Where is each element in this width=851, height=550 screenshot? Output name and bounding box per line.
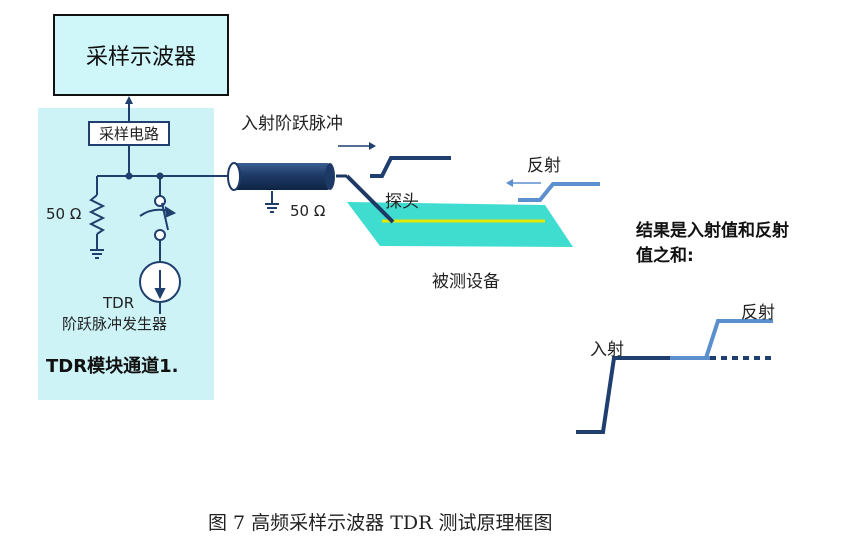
reflection-label: 反射	[527, 156, 561, 176]
channel-label: TDR模块通道1.	[46, 356, 179, 377]
sampling-circuit-box: 采样电路	[88, 121, 170, 146]
probe-tip	[336, 174, 395, 224]
probe-label: 探头	[385, 192, 419, 212]
dut-label: 被测设备	[432, 272, 500, 292]
termination-resistor	[88, 176, 106, 259]
result-incident-label: 入射	[590, 340, 624, 360]
result-text-line1: 结果是入射值和反射	[636, 221, 789, 241]
incident-pulse-label: 入射阶跃脉冲	[241, 114, 343, 134]
resistor-label: 50 Ω	[46, 205, 82, 223]
reflected-step-waveform	[518, 182, 600, 202]
reflected-arrow	[506, 179, 541, 187]
result-text-line2: 值之和:	[636, 246, 694, 266]
coax-cable	[227, 162, 335, 191]
result-reflected-label: 反射	[741, 303, 775, 323]
figure-caption: 图 7 高频采样示波器 TDR 测试原理框图	[208, 512, 553, 534]
pulse-switch	[139, 176, 177, 262]
incident-arrow	[338, 142, 376, 150]
dut-board	[347, 202, 573, 247]
sampling-circuit-label: 采样电路	[98, 125, 159, 143]
result-waveform	[576, 319, 775, 434]
cable-ground	[265, 191, 279, 213]
scope-title: 采样示波器	[85, 45, 196, 70]
cable-termination-label: 50 Ω	[290, 202, 326, 220]
junction-node	[125, 172, 133, 180]
generator-label-line1: TDR	[103, 294, 135, 312]
tdr-module-panel	[38, 108, 214, 400]
scope-input-arrow	[125, 96, 133, 121]
sampling-oscilloscope-box: 采样示波器	[53, 14, 229, 96]
step-generator-source	[139, 261, 181, 314]
incident-step-waveform	[370, 156, 451, 178]
generator-label-line2: 阶跃脉冲发生器	[62, 315, 168, 333]
